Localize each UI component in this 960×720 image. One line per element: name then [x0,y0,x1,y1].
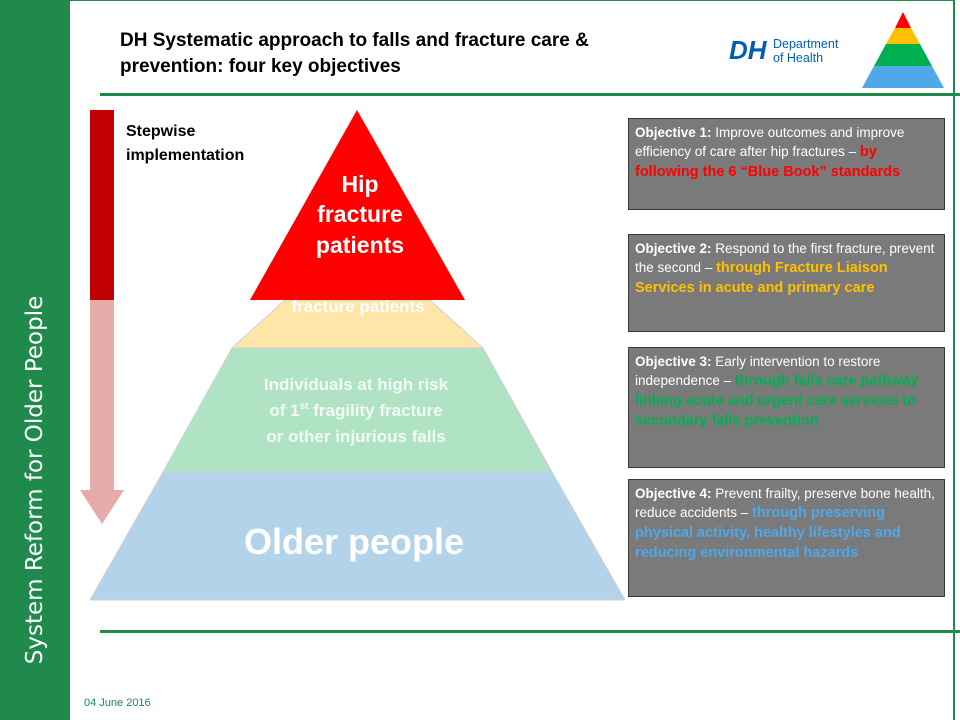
objective-2-label: Objective 2: [635,241,712,256]
tier-fragility-label: fracture patients [291,297,424,316]
tier-high-risk-label-2a: of 1 [269,401,299,420]
objective-4-label: Objective 4: [635,486,712,501]
sidebar: System Reform for Older People [0,0,70,720]
tier-hip-fracture [250,110,465,300]
tier-high-risk-label-1: Individuals at high risk [264,375,449,394]
objective-4-highlight: through preserving physical activity, he… [635,505,901,561]
pyramid-thumbnail-icon [862,12,944,88]
stepwise-line1: Stepwise [126,123,196,140]
dh-logo: DH Department of Health [723,25,857,83]
objective-2-highlight: through Fracture Liaison Services in acu… [635,260,888,296]
objective-2-text: Respond to the first fracture, prevent t… [635,241,935,275]
dh-logo-line1: Department [773,37,839,51]
objective-1-highlight: by following the 6 “Blue Book” standards [635,144,901,180]
objective-3-text: Early intervention to restore independen… [635,354,881,388]
dh-logo-text: Department of Health [773,37,838,65]
stepwise-line2: implementation [126,147,245,164]
dh-logo-line2: of Health [773,51,824,65]
objective-1-box: Objective 1: Improve outcomes and improv… [628,118,945,210]
stepwise-arrow-icon [80,110,124,524]
tier-hip-label-3: patients [316,232,404,258]
footer-date: 04 June 2016 [84,697,151,709]
tier-high-risk-label-2c: fragility fracture [308,401,442,420]
dh-logo-mark: DH [729,35,767,65]
objective-4-text: Prevent frailty, preserve bone health, r… [635,486,935,520]
objective-2-box: Objective 2: Respond to the first fractu… [628,234,945,332]
objective-3-label: Objective 3: [635,354,712,369]
top-border [70,0,955,1]
tier-high-risk-label-3: or other injurious falls [266,427,445,446]
header-divider [100,93,960,96]
objective-1-text: Improve outcomes and improve efficiency … [635,125,905,159]
objective-1-label: Objective 1: [635,125,712,140]
tier-high-risk-label-2b: st [300,401,310,412]
tier-hip-label-1: Hip [341,171,378,197]
pyramid-diagram: Hip fracture patients fracture patients … [90,110,625,601]
objective-4-box: Objective 4: Prevent frailty, preserve b… [628,479,945,597]
objective-3-highlight: through falls care pathway linking acute… [635,373,919,429]
tier-high-risk-label-2: of 1st fragility fracture [269,401,442,420]
tier-hip-label-2: fracture [317,201,403,227]
objective-3-box: Objective 3: Early intervention to resto… [628,347,945,468]
sidebar-title: System Reform for Older People [22,295,48,665]
right-border [953,0,955,720]
tier-older-people-label: Older people [244,521,464,562]
footer-divider [100,630,960,633]
page-title: DH Systematic approach to falls and frac… [120,30,589,77]
stepwise-label: Stepwise implementation [126,120,244,168]
